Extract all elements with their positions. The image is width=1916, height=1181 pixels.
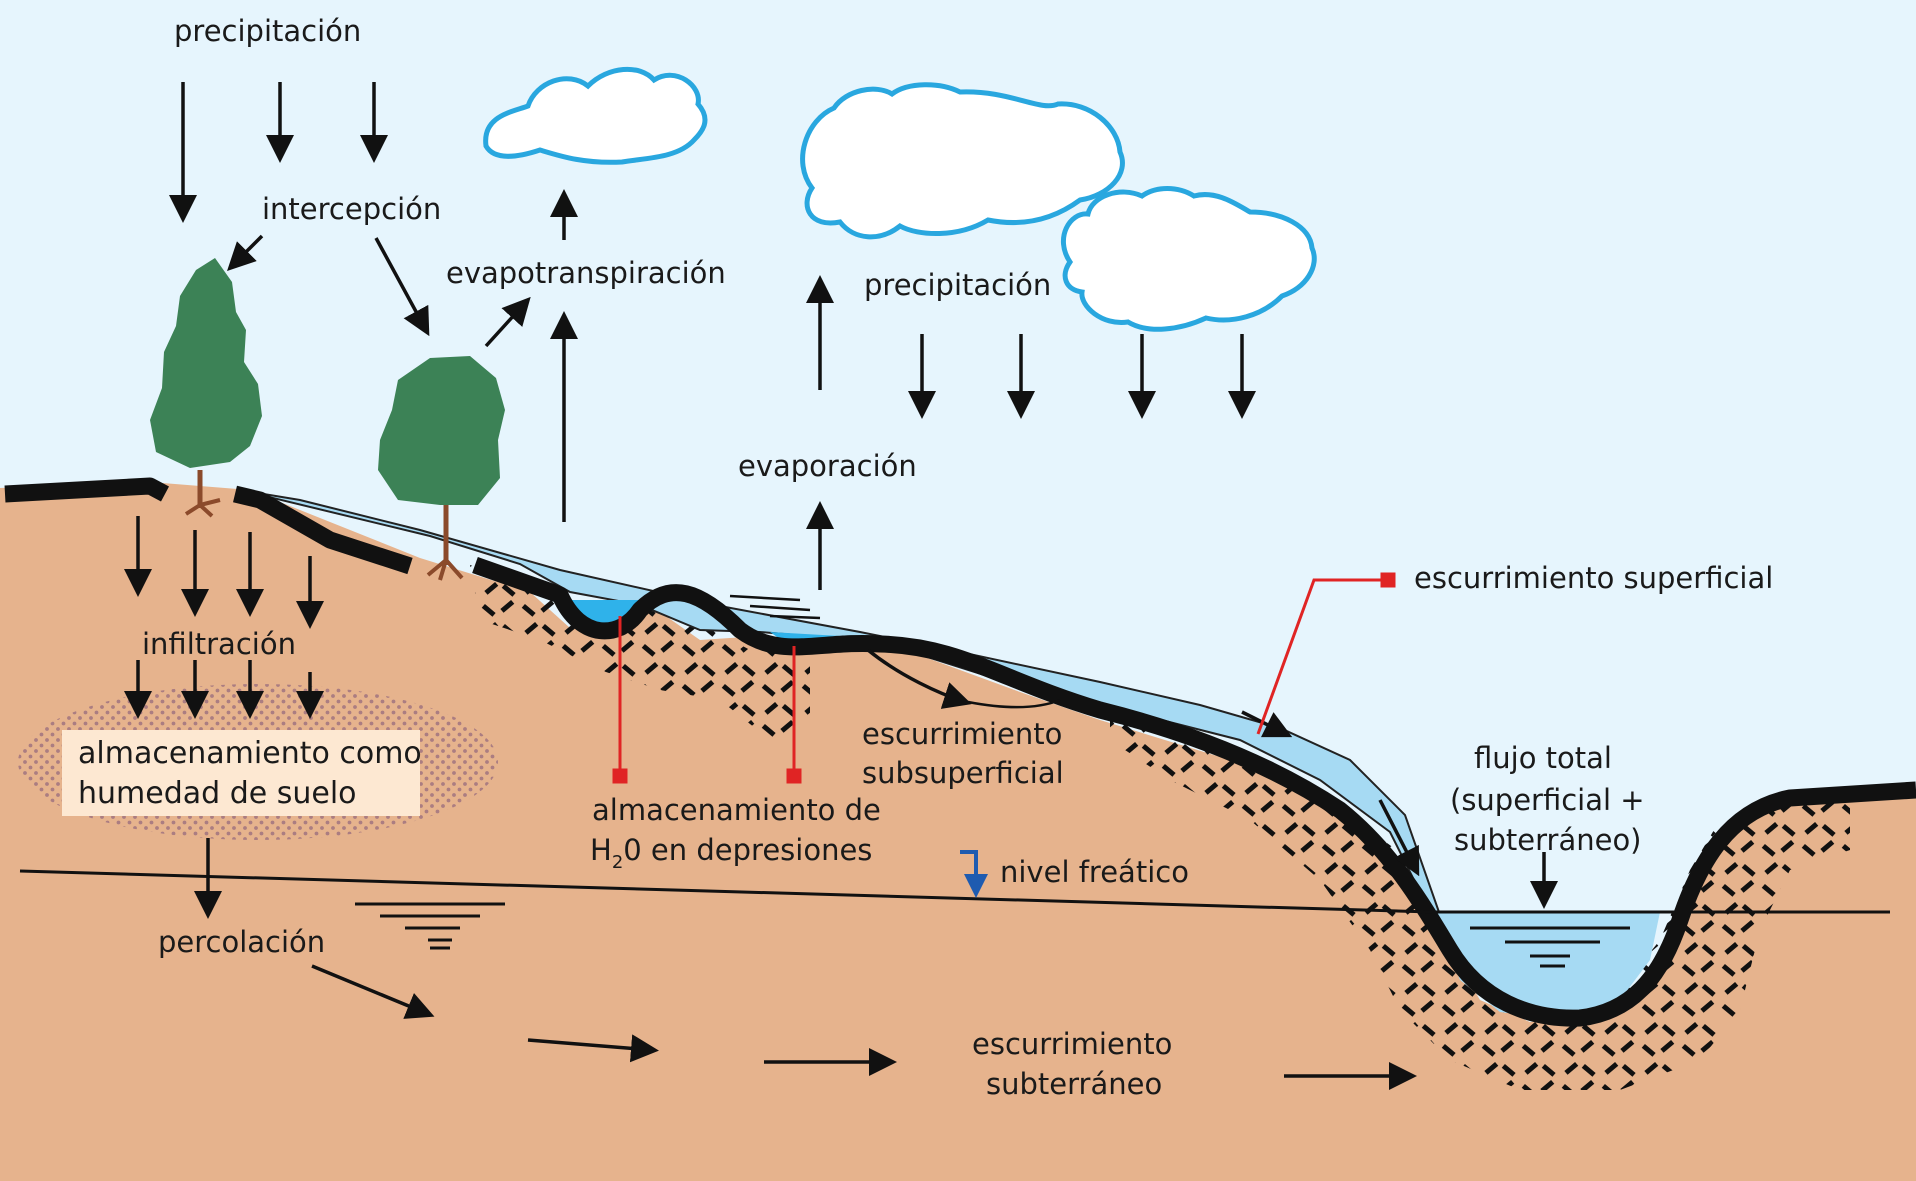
label-infiltration: infiltración (142, 627, 296, 661)
label-groundwater-runoff-line2: subterráneo (986, 1067, 1162, 1101)
cloud-large (800, 82, 1125, 240)
arrow-interception-to-tree (374, 237, 430, 337)
water-table-symbol-left (355, 902, 505, 950)
label-precipitation-left: precipitación (174, 14, 361, 48)
arrow-evapotranspiration-tree (484, 296, 531, 348)
red-leaders (612, 572, 1396, 784)
cloud-small (483, 66, 708, 165)
label-surface-runoff: escurrimiento superficial (1414, 561, 1773, 595)
hatched-soil-left (470, 565, 810, 740)
soil-storage-label-box (62, 730, 420, 816)
label-soil-storage-line1: almacenamiento como (78, 736, 422, 771)
label-water-table: nivel freático (1000, 855, 1189, 889)
label-total-flow-line2: (superficial + (1450, 783, 1645, 817)
ground-surface-line (4, 477, 1916, 1027)
water-table-symbol-river (1470, 926, 1630, 968)
label-subsurface-runoff-line2: subsuperficial (862, 756, 1064, 790)
cloud-medium (1061, 186, 1317, 332)
label-depression-storage-line2: H20 en depresiones (590, 833, 872, 873)
arrow-surface-runoff-1 (1241, 710, 1293, 738)
arrow-subsurface-runoff (866, 648, 972, 709)
arrow-surface-runoff-2 (1378, 799, 1420, 877)
water-table-line (19, 869, 1890, 914)
label-interception: intercepción (262, 192, 441, 226)
water-table-marker (960, 850, 988, 898)
flow-arrows (124, 82, 1558, 1090)
label-total-flow-line1: flujo total (1474, 741, 1612, 775)
label-precipitation-right: precipitación (864, 268, 1051, 302)
arrow-percolation-diagonal (311, 964, 435, 1019)
arrow-interception-to-conifer (227, 234, 264, 271)
label-depression-storage-line1: almacenamiento de (592, 793, 881, 827)
label-total-flow-line3: subterráneo) (1454, 823, 1642, 857)
water-surface-ripples (729, 594, 821, 620)
conifer-tree (150, 258, 262, 518)
deciduous-tree (378, 356, 505, 581)
label-soil-storage-line2: humedad de suelo (78, 776, 357, 811)
label-subsurface-runoff-line1: escurrimiento (862, 717, 1062, 751)
label-evapotranspiration: evapotranspiración (446, 256, 726, 290)
arrow-groundwater-1 (527, 1034, 659, 1063)
label-evaporation: evaporación (738, 449, 917, 483)
hatched-soil-right (1110, 705, 1850, 1090)
label-percolation: percolación (158, 925, 325, 959)
subsurface-flow-line (967, 698, 1061, 709)
label-groundwater-runoff-line1: escurrimiento (972, 1027, 1172, 1061)
